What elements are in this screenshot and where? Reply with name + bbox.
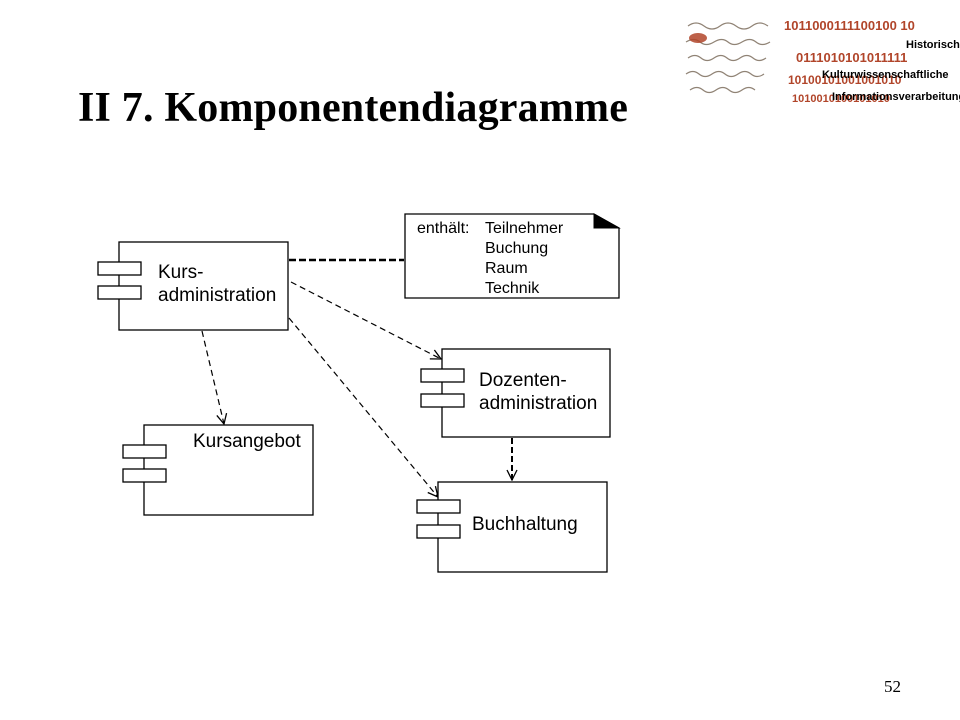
slide-title: II 7. Komponentendiagramme [78, 85, 629, 131]
note-item: Technik [485, 280, 540, 297]
logo-bits-row-1: 1011000111100100 10 [784, 18, 915, 33]
logo-bits-row-2: 0111010101011111 [796, 50, 907, 65]
component-port-icon [420, 368, 465, 383]
component-port-icon [122, 444, 167, 459]
note-label: enthält: [417, 220, 469, 237]
component-label: administration [479, 393, 597, 414]
component-label: Buchhaltung [472, 514, 578, 535]
component-label: administration [158, 285, 276, 306]
dependency-kursadmin-kursangebot [201, 330, 224, 424]
component-port-icon [416, 524, 461, 539]
note-box[interactable]: enthält: Teilnehmer Buchung Raum Technik [404, 213, 621, 299]
note-item: Buchung [485, 240, 548, 257]
component-kursangebot[interactable]: Kursangebot [122, 424, 314, 516]
logo-label-1: Historisch [906, 39, 960, 51]
component-label: Dozenten- [479, 370, 567, 391]
note-fold-corner [593, 213, 621, 229]
component-port-icon [122, 468, 167, 483]
dependency-kursadmin-dozenten [290, 281, 441, 359]
component-buchhaltung[interactable]: Buchhaltung [416, 481, 608, 573]
component-kursadministration[interactable]: Kurs- administration [97, 241, 289, 331]
institute-logo: 1011000111100100 10 0111010101011111 101… [685, 18, 960, 105]
dependency-kursadmin-buchhaltung [288, 317, 438, 497]
logo-label-3: Informationsverarbeitung [832, 91, 960, 103]
logo-label-2: Kulturwissenschaftliche [822, 69, 949, 81]
note-item: Raum [485, 260, 528, 277]
page-number: 52 [884, 677, 901, 696]
component-dozentenadministration[interactable]: Dozenten- administration [420, 348, 611, 438]
logo-bits-row-4: 1010010100101010 [792, 93, 890, 105]
logo-bits-row-3: 10100101001001010 [788, 73, 902, 87]
component-port-icon [420, 393, 465, 408]
component-port-icon [97, 261, 142, 276]
note-item: Teilnehmer [485, 220, 564, 237]
component-label: Kursangebot [193, 431, 301, 452]
component-label: Kurs- [158, 262, 203, 283]
component-port-icon [416, 499, 461, 514]
component-port-icon [97, 285, 142, 300]
